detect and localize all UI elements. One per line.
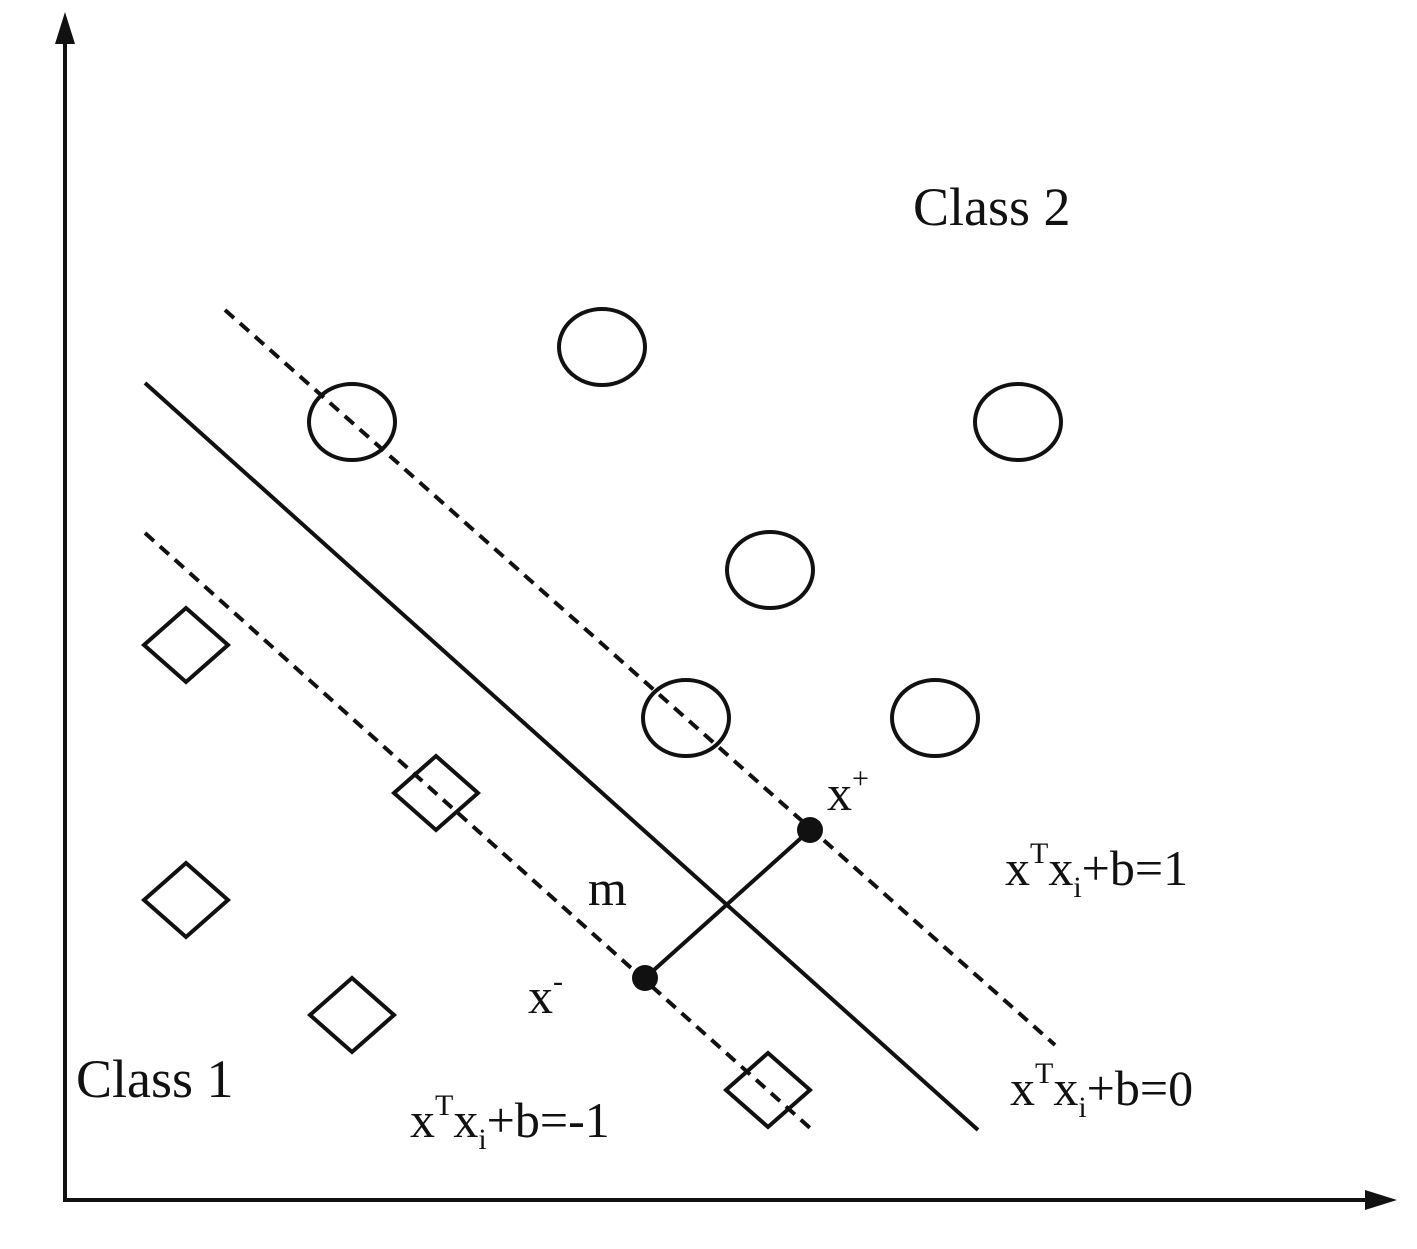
support-vector-minus — [632, 965, 658, 991]
class1-point — [140, 605, 232, 685]
x-minus-label: x- — [528, 965, 563, 1024]
x-plus-label: x+ — [827, 762, 869, 821]
class2-label: Class 2 — [913, 177, 1071, 237]
margin-label: m — [588, 860, 627, 916]
upper-margin-line — [223, 308, 1057, 1047]
boundary-equation: xTxi+b=0 — [1010, 1057, 1193, 1124]
margin-segment — [643, 828, 812, 980]
class2-point — [557, 307, 647, 387]
class1-point — [140, 860, 232, 940]
class2-point — [725, 530, 815, 610]
class2-point — [890, 678, 980, 758]
class1-point — [390, 753, 482, 833]
class2-point — [641, 678, 731, 758]
upper-margin-equation: xTxi+b=1 — [1005, 837, 1188, 904]
class1-point — [722, 1050, 814, 1130]
class2-point — [973, 382, 1063, 462]
y-axis-arrow-icon — [55, 12, 75, 44]
class2-point — [307, 382, 397, 462]
x-axis-arrow-icon — [1365, 1190, 1397, 1210]
support-vector-plus — [797, 817, 823, 843]
decision-boundary — [143, 381, 980, 1132]
class1-label: Class 1 — [76, 1049, 234, 1109]
class1-point — [306, 975, 398, 1055]
lower-margin-line — [143, 531, 812, 1130]
lower-margin-equation: xTxi+b=-1 — [410, 1089, 610, 1156]
